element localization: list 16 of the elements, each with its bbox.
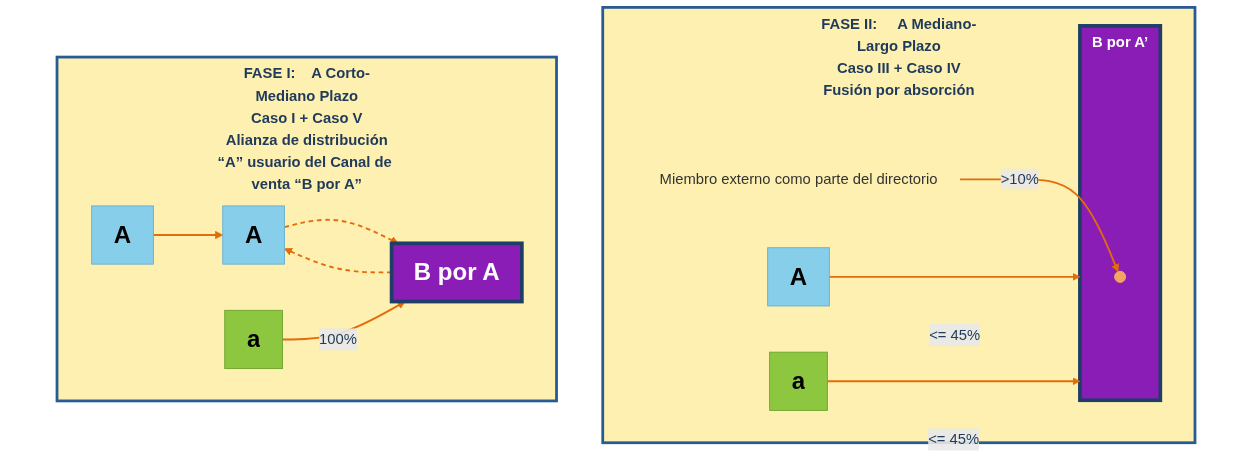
- edge-label: <= 45%: [928, 431, 980, 447]
- cluster: B por A’: [1078, 24, 1163, 403]
- node-box: A: [222, 205, 285, 265]
- node-text: Miembro externo como parte del directorio: [659, 171, 938, 187]
- arrow: [828, 272, 1081, 281]
- arrow: [152, 230, 224, 240]
- node-box: A: [91, 205, 154, 265]
- node-box: a: [769, 351, 828, 411]
- node-box: B por A: [389, 241, 524, 304]
- node-box: A: [767, 247, 830, 307]
- node-circle: [1114, 270, 1127, 283]
- edge-label: <= 45%: [929, 326, 981, 343]
- edge-label: 100%: [319, 331, 357, 347]
- edge-label: >10%: [1000, 171, 1039, 187]
- arrow: [826, 377, 1081, 386]
- node-box: a: [224, 309, 283, 370]
